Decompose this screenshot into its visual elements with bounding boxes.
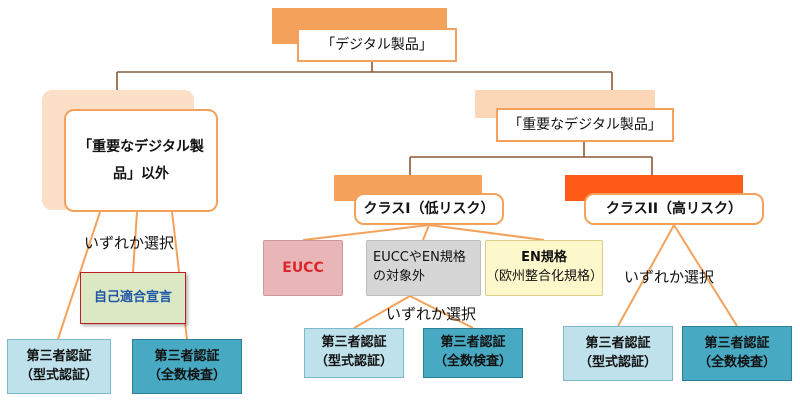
cert-subtitle: （全数検査） (433, 354, 512, 369)
digital-products-label: 「デジタル製品」 (321, 36, 433, 53)
cert-title: 第三者認証 (585, 335, 651, 351)
eucc-box: EUCC (263, 240, 343, 296)
class2-label: クラスII（高リスク） (605, 200, 743, 217)
cert-subtitle: （型式認証） (314, 354, 393, 369)
cert-subtitle: （全数検査） (697, 354, 776, 370)
self-declaration-label: 自己適合宣言 (93, 289, 172, 305)
cert-subtitle: （型式認証） (19, 367, 98, 383)
important-products-label: 「重要なデジタル製品」 (508, 116, 662, 133)
cert-title: 第三者認証 (26, 348, 92, 364)
choose-one-label-right: いずれか選択 (624, 268, 715, 286)
class1-label: クラスI（低リスク） (363, 200, 495, 217)
third-party-full-inspection-box-right: 第三者認証 （全数検査） (682, 326, 792, 381)
third-party-full-inspection-box-middle: 第三者認証 （全数検査） (423, 328, 523, 378)
choose-one-label-middle: いずれか選択 (386, 305, 477, 323)
non-important-label-line1: 「重要なデジタル製 (78, 138, 204, 155)
non-important-label-line2: 品」以外 (112, 165, 169, 182)
cert-title: 第三者認証 (704, 335, 770, 351)
en-standard-line2: （欧州整合化規格） (486, 269, 604, 284)
cert-subtitle: （型式認証） (578, 354, 657, 370)
out-of-scope-box: EUCCやEN規格 の対象外 (366, 240, 481, 296)
third-party-full-inspection-box-left: 第三者認証 （全数検査） (132, 339, 242, 394)
class1-box: クラスI（低リスク） (354, 193, 504, 225)
cert-subtitle: （全数検査） (147, 367, 226, 383)
class2-box: クラスII（高リスク） (584, 193, 764, 225)
third-party-type-cert-box-right: 第三者認証 （型式認証） (563, 326, 673, 381)
fan-lines (57, 211, 738, 340)
top-tree-lines (116, 62, 653, 193)
cert-title: 第三者認証 (440, 335, 506, 351)
out-of-scope-line1: EUCCやEN規格 (373, 250, 466, 266)
cert-title: 第三者認証 (154, 348, 220, 364)
out-of-scope-line2: の対象外 (373, 269, 426, 284)
non-important-products-box: 「重要なデジタル製 品」以外 (64, 109, 218, 212)
en-standard-box: EN規格 （欧州整合化規格） (485, 240, 603, 296)
third-party-type-cert-box-left: 第三者認証 （型式認証） (7, 339, 111, 394)
choose-one-label-left: いずれか選択 (84, 234, 175, 252)
digital-products-box: 「デジタル製品」 (297, 28, 457, 62)
en-standard-line1: EN規格 (521, 250, 567, 266)
cert-title: 第三者認証 (321, 335, 387, 351)
self-declaration-box: 自己適合宣言 (80, 272, 186, 324)
eucc-label: EUCC (282, 259, 324, 276)
important-products-box: 「重要なデジタル製品」 (496, 108, 674, 142)
third-party-type-cert-box-middle: 第三者認証 （型式認証） (304, 328, 404, 378)
